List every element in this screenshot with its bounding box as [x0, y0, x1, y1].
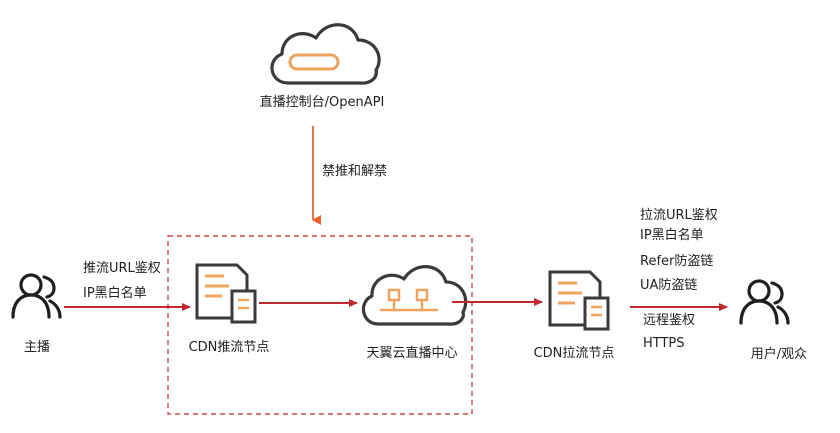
pull-ip-list-label: IP黑白名单	[640, 228, 704, 243]
broadcaster-label: 主播	[23, 340, 51, 355]
https-label: HTTPS	[643, 336, 685, 351]
live-center-label: 天翼云直播中心	[366, 346, 458, 361]
pull-auth-label: 拉流URL鉴权	[640, 208, 718, 223]
console-edge-label: 禁推和解禁	[322, 164, 388, 179]
cloud-icon	[270, 23, 381, 85]
server-icon	[548, 270, 610, 331]
live-service-boundary	[167, 235, 473, 415]
cdn-push-label: CDN推流节点	[188, 340, 270, 355]
ua-antileech-label: UA防盗链	[640, 278, 698, 293]
cloud-network-icon	[361, 265, 468, 326]
remote-auth-label: 远程鉴权	[643, 313, 696, 328]
audience-label: 用户/观众	[750, 347, 808, 362]
push-ip-list-label: IP黑白名单	[83, 286, 147, 301]
push-auth-label: 推流URL鉴权	[83, 261, 161, 276]
user-group-icon	[11, 273, 62, 319]
cloud-slot-icon	[288, 53, 340, 71]
cdn-pull-label: CDN拉流节点	[533, 346, 615, 361]
refer-antileech-label: Refer防盗链	[640, 254, 714, 269]
server-icon	[195, 263, 257, 324]
console-label: 直播控制台/OpenAPI	[259, 95, 385, 110]
user-group-icon	[739, 279, 790, 325]
